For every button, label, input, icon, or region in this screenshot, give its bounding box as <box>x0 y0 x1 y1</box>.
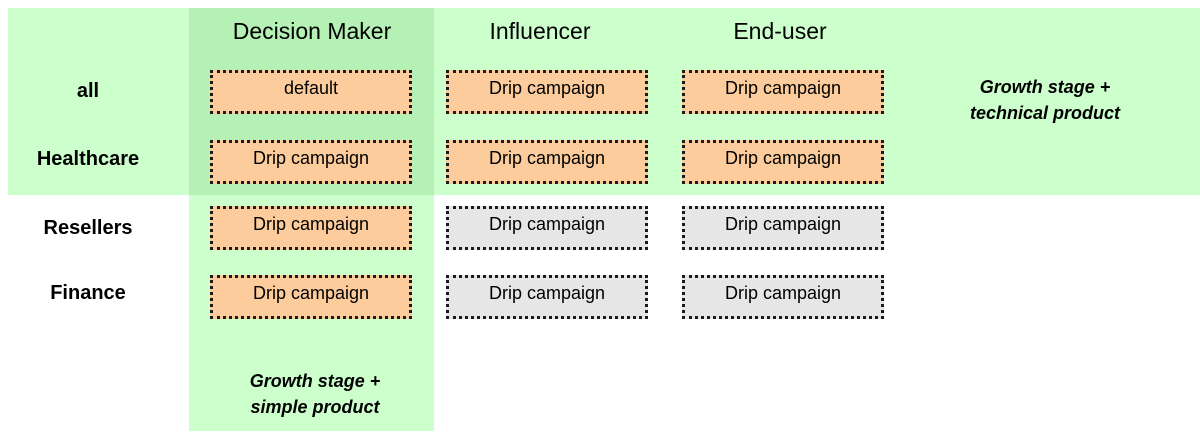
row-label-healthcare: Healthcare <box>36 148 140 170</box>
note-vertical-line2: simple product <box>250 397 380 417</box>
row-label-all: all <box>76 80 100 102</box>
note-vertical-band: Growth stage + simple product <box>205 368 425 420</box>
row-label-resellers: Resellers <box>43 217 133 239</box>
note-horizontal-line1: Growth stage + <box>979 77 1111 97</box>
cell-all-influencer: Drip campaign <box>446 70 648 114</box>
cell-resellers-influencer: Drip campaign <box>446 206 648 250</box>
cell-all-end-user: Drip campaign <box>682 70 884 114</box>
column-header-influencer: Influencer <box>489 18 591 44</box>
cell-finance-decision-maker: Drip campaign <box>210 275 412 319</box>
cell-resellers-end-user: Drip campaign <box>682 206 884 250</box>
cell-healthcare-end-user: Drip campaign <box>682 140 884 184</box>
note-horizontal-band: Growth stage + technical product <box>935 74 1155 126</box>
note-horizontal-line2: technical product <box>969 103 1121 123</box>
cell-healthcare-decision-maker: Drip campaign <box>210 140 412 184</box>
cell-all-decision-maker: default <box>210 70 412 114</box>
cell-healthcare-influencer: Drip campaign <box>446 140 648 184</box>
note-vertical-line1: Growth stage + <box>249 371 381 391</box>
column-header-end-user: End-user <box>733 18 827 44</box>
column-header-decision-maker: Decision Maker <box>232 18 392 44</box>
cell-finance-influencer: Drip campaign <box>446 275 648 319</box>
row-label-finance: Finance <box>50 282 126 304</box>
cell-finance-end-user: Drip campaign <box>682 275 884 319</box>
cell-resellers-decision-maker: Drip campaign <box>210 206 412 250</box>
